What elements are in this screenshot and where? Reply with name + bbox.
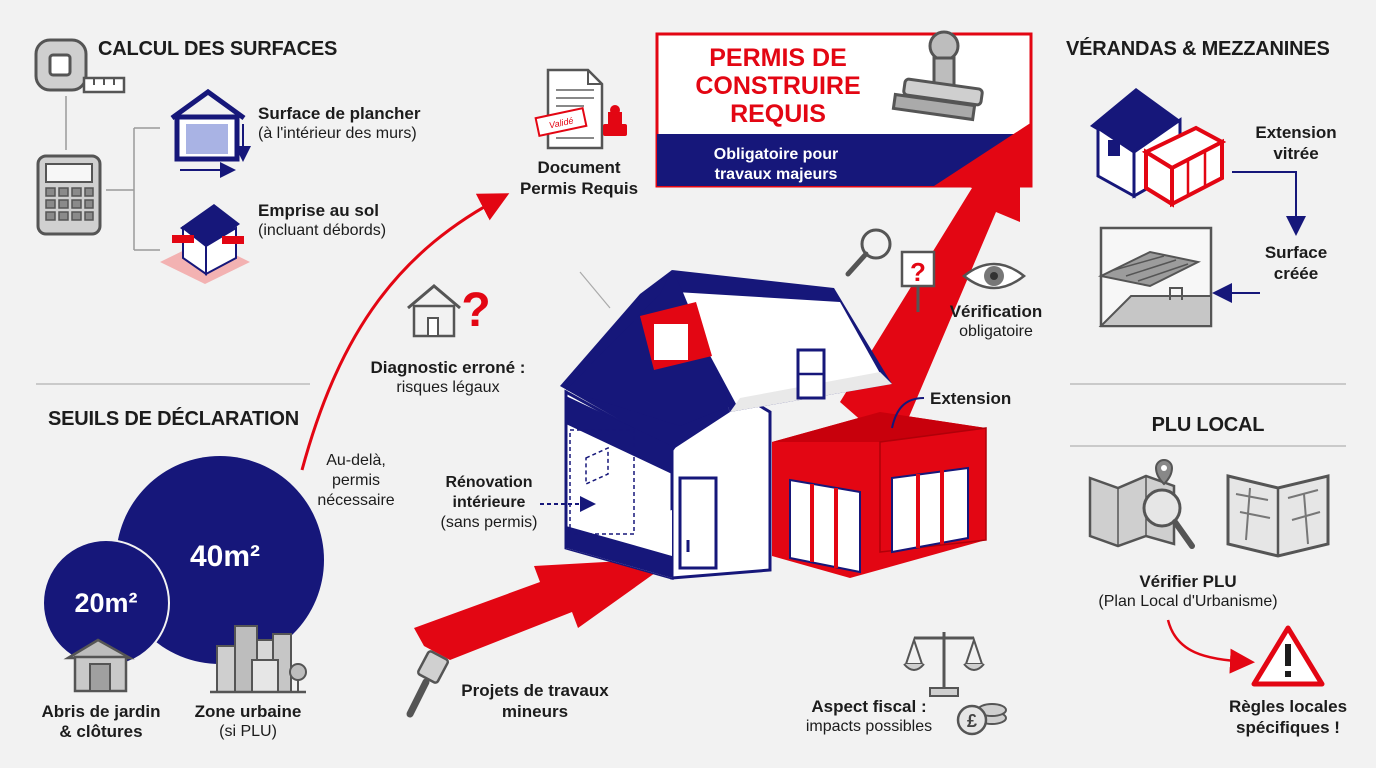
- city-buildings-icon: [210, 625, 307, 694]
- seuils-title: SEUILS DE DÉCLARATION: [48, 408, 299, 430]
- house-question-icon: [407, 284, 461, 338]
- veranda-house-icon: [1090, 88, 1227, 208]
- diagnostic-subtitle: risques légaux: [396, 379, 500, 396]
- permis-title-line3: REQUIS: [730, 100, 826, 128]
- open-book-map-icon: [1226, 474, 1330, 558]
- renovation-line2: intérieure: [452, 494, 526, 511]
- mezzanine-room-icon: [1097, 226, 1213, 328]
- map-search-icon: [1088, 459, 1195, 549]
- connector-line: [579, 271, 611, 309]
- permis-title-line2: CONSTRUIRE: [695, 72, 861, 100]
- scales-icon: [903, 632, 985, 697]
- permis-title-line1: PERMIS DE: [709, 44, 847, 72]
- beyond-line1: Au-delà,: [326, 452, 386, 469]
- calcul-title: CALCUL DES SURFACES: [98, 38, 338, 60]
- calculator-icon: [36, 154, 102, 236]
- verification-title: Vérification: [949, 302, 1043, 321]
- veranda-extension-line1: Extension: [1255, 123, 1337, 142]
- abris-line1: Abris de jardin: [41, 702, 161, 721]
- permis-banner-line2: travaux majeurs: [714, 166, 838, 183]
- renovation-subtitle: (sans permis): [440, 514, 538, 531]
- plu-rules-line2: spécifiques !: [1236, 718, 1340, 737]
- paintbrush-icon: [406, 650, 450, 718]
- plu-verify-title: Vérifier PLU: [1139, 572, 1237, 591]
- plu-title: PLU LOCAL: [1151, 414, 1265, 436]
- surface-line1: Surface: [1264, 243, 1328, 262]
- warning-triangle-icon: [1251, 625, 1325, 687]
- document-line2: Permis Requis: [519, 179, 639, 198]
- projets-line2: mineurs: [501, 702, 569, 721]
- projets-line1: Projets de travaux: [461, 681, 609, 700]
- emprise-title: Emprise au sol: [258, 201, 379, 220]
- pound-symbol: £: [967, 711, 977, 731]
- permit-curve-arrow: [300, 193, 510, 471]
- surface-line2: créée: [1273, 264, 1319, 283]
- minor-works-arrow: [414, 558, 676, 660]
- big-circle-label: 40m²: [189, 540, 261, 573]
- fiscal-subtitle: impacts possibles: [805, 718, 933, 735]
- renovation-line1: Rénovation: [445, 474, 533, 491]
- house-section-icon: [170, 88, 251, 178]
- plu-rules-line1: Règles locales: [1228, 697, 1348, 716]
- extension-pointer: [891, 397, 925, 429]
- question-sign-icon: [900, 250, 936, 312]
- plu-verify-subtitle: (Plan Local d'Urbanisme): [1098, 593, 1278, 610]
- tape-measure-icon: [34, 38, 126, 94]
- garden-shed-icon: [63, 638, 135, 693]
- abris-line2: & clôtures: [59, 722, 143, 741]
- permis-banner-line1: Obligatoire pour: [713, 146, 839, 163]
- fiscal-title: Aspect fiscal :: [811, 697, 927, 716]
- plancher-title: Surface de plancher: [258, 104, 421, 123]
- document-line1: Document: [537, 158, 621, 177]
- zone-subtitle: (si PLU): [219, 723, 277, 740]
- magnifier-icon: [845, 228, 892, 277]
- verification-subtitle: obligatoire: [959, 323, 1033, 340]
- zone-title: Zone urbaine: [194, 702, 302, 721]
- plancher-subtitle: (à l'intérieur des murs): [258, 125, 417, 142]
- small-circle-label: 20m²: [74, 588, 138, 618]
- emprise-subtitle: (incluant débords): [258, 222, 387, 239]
- connector-bracket: [106, 127, 160, 251]
- verandas-title: VÉRANDAS & MEZZANINES: [1066, 38, 1330, 60]
- beyond-line3: nécessaire: [317, 492, 395, 509]
- house-footprint-icon: [160, 204, 250, 284]
- eye-icon: [961, 262, 1027, 290]
- extension-label: Extension: [930, 389, 1012, 408]
- question-mark-icon: ?: [461, 284, 490, 337]
- rubber-stamp-icon: [891, 30, 984, 122]
- veranda-extension-line2: vitrée: [1273, 144, 1319, 163]
- diagnostic-title: Diagnostic erroné :: [370, 358, 526, 377]
- coins-icon: [956, 703, 1007, 736]
- question-sign-mark: ?: [910, 257, 926, 287]
- validation-stamp-icon: [534, 105, 627, 137]
- permis-arrow-overlap: [934, 122, 1032, 186]
- beyond-line2: permis: [331, 472, 380, 489]
- main-house-illustration: [560, 270, 987, 580]
- veranda-arrow-down: [1232, 171, 1306, 236]
- plu-rules-arrow: [1166, 619, 1255, 674]
